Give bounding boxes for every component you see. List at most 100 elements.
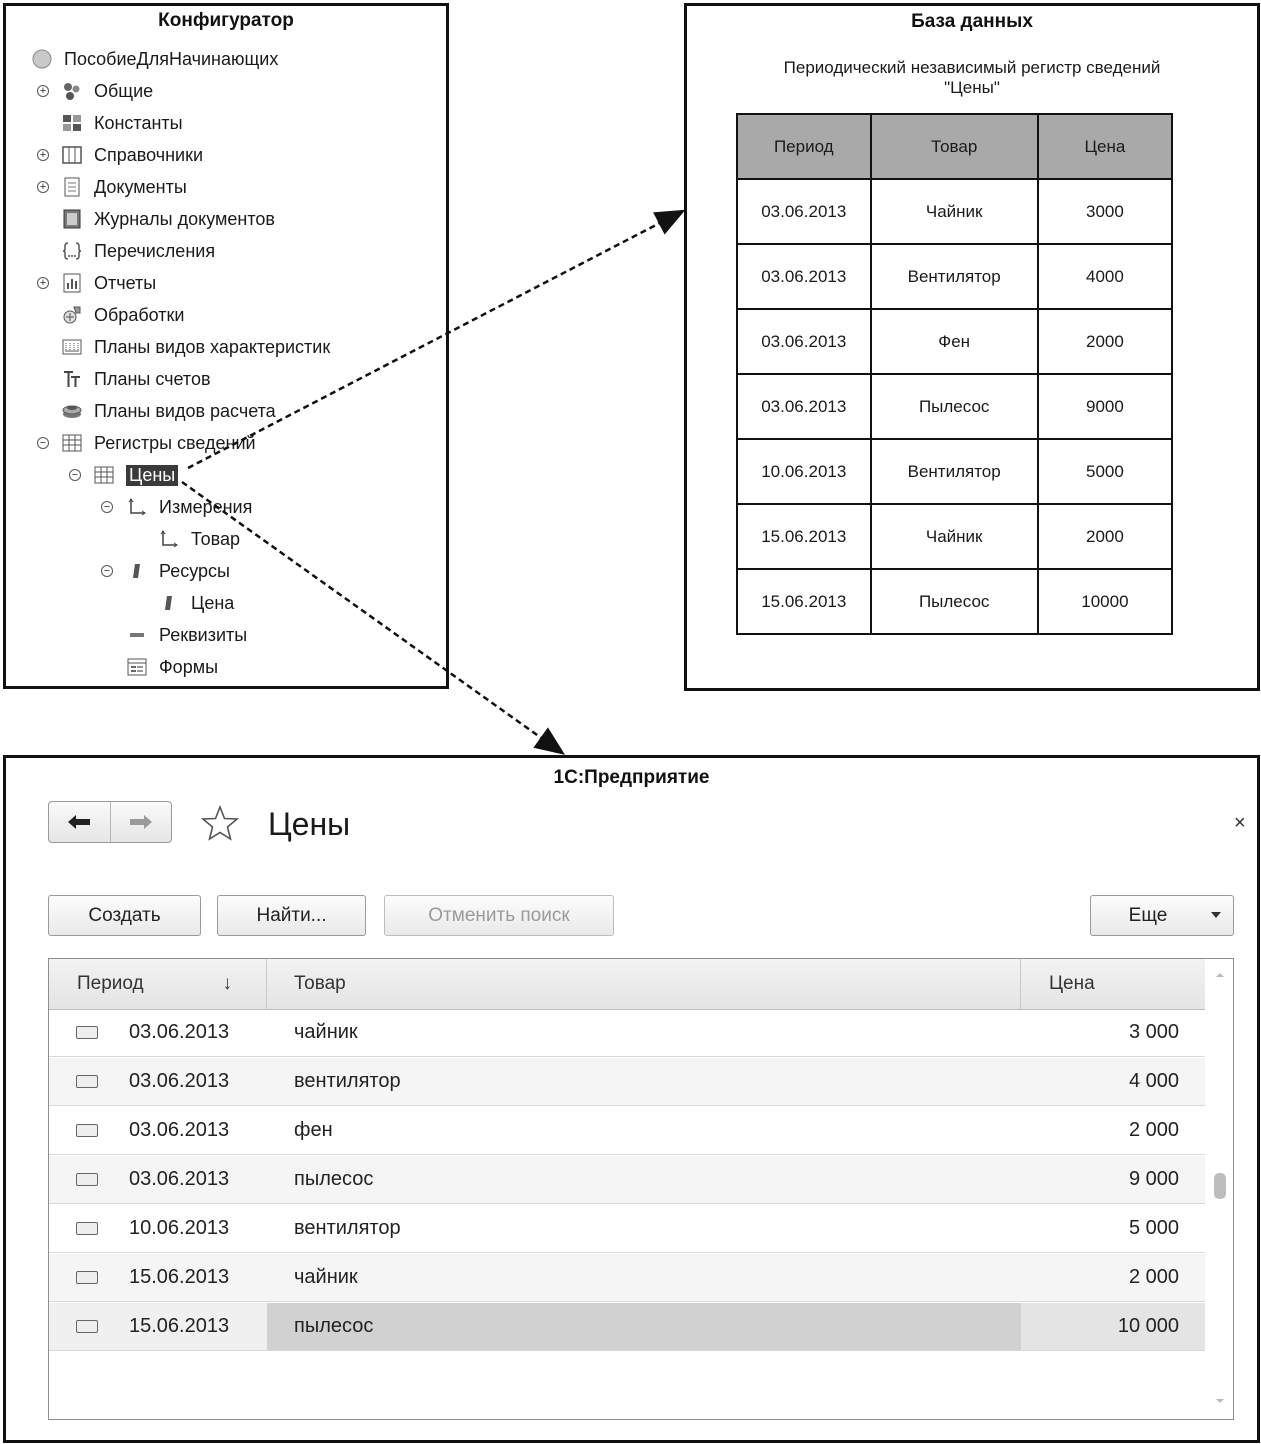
cell-period: 03.06.2013	[129, 1119, 230, 1141]
database-panel: База данных Периодический независимый ре…	[684, 3, 1260, 691]
cell-price: 2 000	[1128, 1119, 1179, 1141]
column-header-label: Цена	[1049, 973, 1095, 994]
expand-icon[interactable]: +	[37, 277, 49, 289]
tree-item-root[interactable]: ПособиеДляНачинающих	[32, 47, 278, 71]
tree-item-data-processors[interactable]: Обработки	[62, 303, 184, 327]
database-cell-period: 15.06.2013	[736, 503, 872, 570]
cell-period: 03.06.2013	[129, 1168, 230, 1190]
cell-period: 03.06.2013	[129, 1021, 230, 1043]
database-header-period: Период	[736, 113, 872, 180]
database-row: 03.06.2013 Фен 2000	[736, 308, 1174, 375]
tree-item-common[interactable]: Общие	[62, 79, 153, 103]
tree-item-label: ПособиеДляНачинающих	[64, 48, 279, 69]
tree-item-chart-of-accounts[interactable]: Планы счетов	[62, 367, 211, 391]
tree-item-dimensions[interactable]: Измерения	[127, 495, 252, 519]
database-cell-period: 03.06.2013	[736, 178, 872, 245]
tree-item-document-journals[interactable]: Журналы документов	[62, 207, 275, 231]
table-row-selected[interactable]: 15.06.2013 пылесос 10 000	[49, 1303, 1205, 1351]
database-subtitle-line1: Периодический независимый регистр сведен…	[783, 58, 1161, 77]
tree-item-prices-register[interactable]: Цены	[94, 463, 179, 487]
column-header-period[interactable]: Период ↓	[49, 959, 267, 1009]
cell-price: 4 000	[1128, 1070, 1179, 1092]
tree-item-reports[interactable]: Отчеты	[62, 271, 156, 295]
table-row[interactable]: 10.06.2013 вентилятор 5 000	[49, 1205, 1205, 1253]
collapse-icon[interactable]: −	[37, 437, 49, 449]
tree-item-calculation-types[interactable]: Планы видов расчета	[62, 399, 276, 423]
tree-item-label: Общие	[94, 80, 154, 101]
scrollbar-thumb[interactable]	[1214, 1173, 1226, 1199]
tree-item-label: Цена	[191, 592, 235, 613]
back-button[interactable]	[49, 802, 110, 842]
attributes-icon	[127, 625, 147, 645]
form-title: Цены	[268, 806, 351, 842]
tree-item-label: Ресурсы	[159, 560, 230, 581]
database-cell-price: 5000	[1036, 438, 1174, 505]
scroll-up-icon[interactable]	[1216, 973, 1224, 977]
database-cell-price: 4000	[1036, 243, 1174, 310]
table-row[interactable]: 03.06.2013 пылесос 9 000	[49, 1156, 1205, 1204]
tree-item-label: Планы видов расчета	[94, 400, 276, 421]
expand-icon[interactable]: +	[37, 85, 49, 97]
cell-price: 5 000	[1128, 1217, 1179, 1239]
tree-item-enumerations[interactable]: Перечисления	[62, 239, 215, 263]
tree-item-characteristic-types[interactable]: Планы видов характеристик	[62, 335, 330, 359]
forward-button[interactable]	[109, 802, 172, 842]
tree-item-product-dimension[interactable]: Товар	[159, 527, 240, 551]
database-cell-price: 3000	[1036, 178, 1174, 245]
database-cell-product: Вентилятор	[869, 243, 1039, 310]
create-button[interactable]: Создать	[48, 895, 201, 936]
scroll-down-icon[interactable]	[1216, 1399, 1224, 1403]
cell-product: чайник	[294, 1266, 358, 1288]
collapse-icon[interactable]: −	[69, 469, 81, 481]
data-processors-icon	[62, 305, 82, 325]
database-cell-price: 10000	[1036, 568, 1174, 635]
sort-down-icon: ↓	[222, 973, 233, 994]
tree-item-forms[interactable]: Формы	[127, 655, 218, 679]
close-icon[interactable]: ×	[1234, 812, 1246, 834]
more-button[interactable]: Еще	[1090, 895, 1234, 936]
tree-item-constants[interactable]: Константы	[62, 111, 183, 135]
database-cell-product: Пылесос	[869, 373, 1039, 440]
tree-item-attributes[interactable]: Реквизиты	[127, 623, 247, 647]
prices-list-table[interactable]: Период ↓ Товар Цена 03.06.2013 чайник 3 …	[48, 958, 1234, 1420]
tree-item-label: Перечисления	[94, 240, 216, 261]
collapse-icon[interactable]: −	[101, 565, 113, 577]
column-header-price[interactable]: Цена	[1021, 959, 1205, 1009]
column-header-label: Товар	[294, 973, 346, 994]
enterprise-panel: 1С:Предприятие Цены × Создать Найти... О…	[3, 755, 1260, 1443]
table-row[interactable]: 03.06.2013 чайник 3 000	[49, 1009, 1205, 1057]
arrow-right-icon	[129, 815, 152, 829]
expand-icon[interactable]: +	[37, 149, 49, 161]
favorite-star-icon[interactable]	[200, 804, 240, 842]
record-icon	[76, 1320, 98, 1333]
table-row[interactable]: 03.06.2013 вентилятор 4 000	[49, 1058, 1205, 1106]
tree-item-catalogs[interactable]: Справочники	[62, 143, 203, 167]
tree-item-information-registers[interactable]: Регистры сведений	[62, 431, 256, 455]
cell-period: 15.06.2013	[129, 1315, 230, 1337]
collapse-icon[interactable]: −	[101, 501, 113, 513]
vertical-scrollbar[interactable]	[1207, 959, 1233, 1419]
tree-item-label: Измерения	[159, 496, 253, 517]
cell-product: вентилятор	[294, 1217, 401, 1239]
cancel-search-button[interactable]: Отменить поиск	[384, 895, 614, 936]
column-header-product[interactable]: Товар	[267, 959, 1021, 1009]
column-header-label: Период	[77, 973, 144, 994]
database-row: 03.06.2013 Вентилятор 4000	[736, 243, 1174, 310]
cell-product: пылесос	[294, 1168, 374, 1190]
tree-item-documents[interactable]: Документы	[62, 175, 187, 199]
find-button[interactable]: Найти...	[217, 895, 366, 936]
resource-icon	[159, 593, 179, 613]
chart-of-accounts-icon	[62, 369, 82, 389]
database-row: 15.06.2013 Чайник 2000	[736, 503, 1174, 570]
tree-item-price-resource[interactable]: Цена	[159, 591, 234, 615]
calculation-types-icon	[62, 401, 82, 421]
tree-item-label: Товар	[191, 528, 240, 549]
table-row[interactable]: 15.06.2013 чайник 2 000	[49, 1254, 1205, 1302]
table-row[interactable]: 03.06.2013 фен 2 000	[49, 1107, 1205, 1155]
expand-icon[interactable]: +	[37, 181, 49, 193]
cell-price: 9 000	[1128, 1168, 1179, 1190]
database-header-row: Период Товар Цена	[736, 113, 1174, 180]
cell-price: 3 000	[1128, 1021, 1179, 1043]
cell-period: 10.06.2013	[129, 1217, 230, 1239]
tree-item-resources[interactable]: Ресурсы	[127, 559, 230, 583]
